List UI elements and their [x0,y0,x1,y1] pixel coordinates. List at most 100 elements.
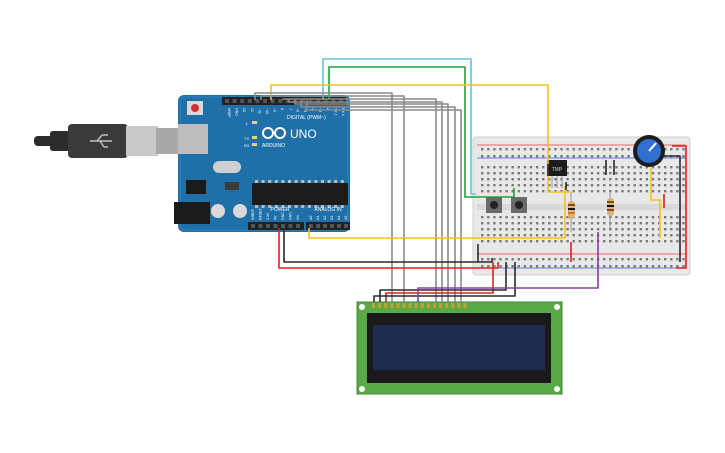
header-pin[interactable] [301,99,305,103]
breadboard-hole[interactable] [517,190,520,193]
breadboard-hole[interactable] [517,258,520,261]
lcd-pin[interactable] [433,303,436,308]
breadboard-hole[interactable] [676,228,679,231]
breadboard-hole[interactable] [584,172,588,175]
breadboard-hole[interactable] [505,190,508,193]
breadboard-hole[interactable] [542,166,545,169]
breadboard-hole[interactable] [517,265,520,268]
breadboard-hole[interactable] [682,190,685,193]
breadboard-hole[interactable] [511,178,514,181]
breadboard-hole[interactable] [481,166,484,169]
breadboard-hole[interactable] [621,258,624,261]
breadboard-hole[interactable] [603,148,606,151]
wire-cyan[interactable] [322,58,476,195]
breadboard-hole[interactable] [535,216,539,219]
breadboard-hole[interactable] [505,148,508,151]
breadboard-hole[interactable] [603,166,606,169]
breadboard-hole[interactable] [670,258,673,261]
breadboard-hole[interactable] [609,234,612,237]
breadboard-hole[interactable] [566,166,569,169]
breadboard-hole[interactable] [682,178,685,181]
wire-black[interactable] [283,228,493,263]
breadboard-hole[interactable] [645,228,649,231]
header-pin[interactable] [337,224,341,228]
breadboard-hole[interactable] [596,155,600,158]
breadboard-hole[interactable] [609,166,612,169]
breadboard-hole[interactable] [657,190,661,193]
breadboard-hole[interactable] [682,166,685,169]
breadboard-hole[interactable] [566,148,569,151]
header-pin[interactable] [344,224,348,228]
breadboard-hole[interactable] [596,172,600,175]
breadboard-hole[interactable] [554,265,557,268]
breadboard-hole[interactable] [615,190,618,193]
breadboard-hole[interactable] [523,166,527,169]
breadboard-hole[interactable] [487,190,490,193]
breadboard-hole[interactable] [535,265,539,268]
breadboard-hole[interactable] [615,216,618,219]
breadboard-hole[interactable] [584,148,588,151]
breadboard-hole[interactable] [548,240,551,243]
breadboard-hole[interactable] [596,216,600,219]
breadboard-hole[interactable] [481,228,484,231]
breadboard-hole[interactable] [621,166,624,169]
breadboard-hole[interactable] [609,172,612,175]
breadboard-hole[interactable] [493,240,496,243]
breadboard-hole[interactable] [505,216,508,219]
breadboard-hole[interactable] [554,222,557,225]
breadboard-hole[interactable] [511,216,514,219]
breadboard-hole[interactable] [682,148,685,151]
breadboard-hole[interactable] [560,216,563,219]
breadboard-hole[interactable] [529,258,533,261]
breadboard-hole[interactable] [621,228,624,231]
breadboard-hole[interactable] [682,172,685,175]
breadboard-hole[interactable] [481,265,484,268]
breadboard-hole[interactable] [572,234,575,237]
breadboard-hole[interactable] [523,148,527,151]
breadboard-hole[interactable] [639,184,642,187]
breadboard-hole[interactable] [554,228,557,231]
breadboard-hole[interactable] [657,184,661,187]
breadboard-hole[interactable] [511,265,514,268]
breadboard-hole[interactable] [572,184,575,187]
breadboard-hole[interactable] [517,240,520,243]
breadboard-hole[interactable] [560,228,563,231]
breadboard-hole[interactable] [596,228,600,231]
breadboard-hole[interactable] [664,234,667,237]
breadboard-hole[interactable] [615,184,618,187]
breadboard-hole[interactable] [542,234,545,237]
breadboard-hole[interactable] [590,216,594,219]
breadboard-hole[interactable] [542,148,545,151]
header-pin[interactable] [339,99,343,103]
breadboard-hole[interactable] [615,148,618,151]
breadboard-hole[interactable] [554,234,557,237]
breadboard-hole[interactable] [645,265,649,268]
potentiometer[interactable] [633,135,665,167]
breadboard-hole[interactable] [670,184,673,187]
breadboard-hole[interactable] [529,172,533,175]
breadboard-hole[interactable] [529,166,533,169]
breadboard-hole[interactable] [651,222,655,225]
push-button[interactable] [486,197,502,213]
breadboard-hole[interactable] [639,178,642,181]
breadboard-hole[interactable] [633,172,636,175]
breadboard-hole[interactable] [542,265,545,268]
breadboard-hole[interactable] [499,258,502,261]
breadboard-hole[interactable] [651,258,655,261]
breadboard-hole[interactable] [542,228,545,231]
breadboard-hole[interactable] [493,155,496,158]
breadboard-hole[interactable] [499,166,502,169]
breadboard-hole[interactable] [529,216,533,219]
breadboard-hole[interactable] [651,184,655,187]
breadboard-hole[interactable] [499,240,502,243]
breadboard-hole[interactable] [676,222,679,225]
header-pin[interactable] [266,224,270,228]
breadboard-hole[interactable] [517,155,520,158]
breadboard-hole[interactable] [596,190,600,193]
breadboard-hole[interactable] [548,178,551,181]
breadboard-hole[interactable] [621,234,624,237]
breadboard-hole[interactable] [627,172,630,175]
breadboard-hole[interactable] [578,265,581,268]
breadboard-hole[interactable] [535,172,539,175]
breadboard-hole[interactable] [499,178,502,181]
